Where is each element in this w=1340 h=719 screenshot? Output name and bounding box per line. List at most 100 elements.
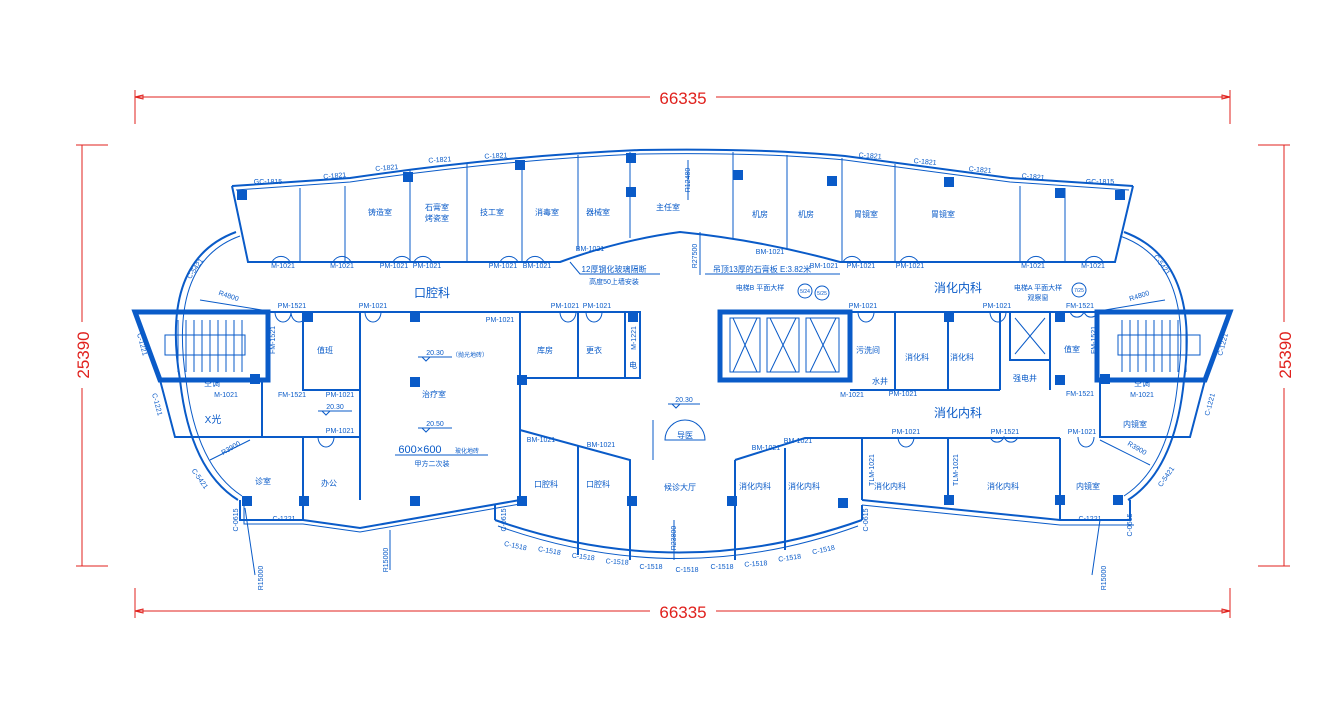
room-label: 消化内科 (739, 481, 771, 491)
door-label: PM-1021 (892, 429, 921, 436)
room-label: 空调 (1134, 378, 1150, 388)
door-label: PM-1021 (359, 303, 388, 310)
walls (131, 148, 1234, 560)
room-label: 值室 (1064, 344, 1080, 354)
dimension-text: 66335 (659, 603, 706, 622)
room-label: 口腔科 (586, 479, 610, 489)
elevation-label: 20.30 (426, 350, 444, 357)
window-label: GC-1815 (254, 179, 283, 186)
columns (237, 153, 1125, 508)
window-label: C-1518 (711, 564, 734, 571)
door-label: BM-1021 (587, 442, 616, 449)
door-label: BM-1021 (523, 263, 552, 270)
window-label: C-1518 (537, 546, 561, 557)
window-label: C-1518 (571, 553, 595, 563)
note-tile-suffix: 玻化地砖 (455, 447, 479, 455)
room-label: 电 (629, 360, 637, 370)
door-label: TLM-1021 (953, 454, 960, 486)
window-label: C-1821 (1021, 173, 1045, 182)
door-label: PM-1021 (551, 303, 580, 310)
room-label: 烤瓷室 (425, 213, 449, 223)
note-shaft: 观察窗 (1028, 293, 1049, 302)
window-label: C-1821 (484, 152, 507, 160)
room-label: 空调 (204, 378, 220, 388)
window-label: C-0615 (863, 508, 870, 531)
door-label: M-1021 (1021, 263, 1045, 270)
window-label: C-1221 (273, 516, 296, 523)
dimension-text: 25390 (1276, 331, 1295, 378)
department-label: 口腔科 (414, 285, 450, 300)
door-label: BM-1021 (752, 445, 781, 452)
room-label: 治疗室 (422, 389, 446, 399)
room-label: 消化科 (950, 352, 974, 362)
window-label: C-0615 (1127, 513, 1134, 536)
room-label: 口腔科 (534, 479, 558, 489)
room-label: 胃镜室 (854, 209, 878, 219)
window-label: C-1821 (375, 164, 399, 173)
room-label: 候诊大厅 (664, 482, 696, 492)
room-label: 库房 (537, 345, 553, 355)
elevation-note: （抛光地砖） (452, 351, 488, 359)
door-label: PM-1021 (1068, 429, 1097, 436)
note-tile: 600×600 (398, 444, 441, 456)
room-label: 强电井 (1013, 373, 1037, 383)
note-elevator-a: 电梯A 平面大样 (1014, 283, 1062, 292)
window-label: C-1821 (428, 156, 451, 165)
elevation-marks: 20.30 20.30 20.50 20.30 （抛光地砖） (318, 350, 700, 433)
door-label: FM-1521 (278, 392, 306, 399)
department-label: 消化内科 (934, 406, 982, 420)
radius-labels: R4800 R4800 R12480 R27500 R15000 R15000 … (199, 160, 1166, 590)
door-label: PM-1021 (983, 303, 1012, 310)
door-label: M-1021 (1130, 392, 1154, 399)
room-label: 消化内科 (874, 481, 906, 491)
window-label: C-1518 (605, 558, 628, 567)
window-label: C-1518 (503, 541, 527, 553)
radius-label: R4800 (218, 290, 240, 303)
note-ceiling: 吊顶13厚的石膏板 E:3.82米 (713, 264, 811, 274)
elevation-label: 20.30 (675, 397, 693, 404)
room-label: X光 (205, 413, 222, 426)
window-label: C-0615 (233, 508, 240, 531)
room-label: 机房 (752, 209, 768, 219)
door-label: BM-1021 (756, 249, 785, 256)
door-label: M-1021 (840, 392, 864, 399)
window-label: C-1518 (640, 564, 663, 571)
room-label: 胃镜室 (931, 209, 955, 219)
dimension-left: 25390 (73, 144, 108, 567)
room-label: 污洗间 (856, 345, 880, 355)
dimension-text: 25390 (74, 331, 93, 378)
window-labels: GC-1815 C-1821 C-1821 C-1821 C-1821 C-18… (135, 152, 1230, 574)
door-label: BM-1021 (576, 246, 605, 253)
window-label: C-1221 (1079, 516, 1102, 523)
door-label: PM-1021 (896, 263, 925, 270)
detail-tag: 7/25 (1074, 288, 1084, 294)
door-label: M-1021 (1081, 263, 1105, 270)
dimension-text: 66335 (659, 89, 706, 108)
door-label: FM-1521 (1066, 303, 1094, 310)
detail-tag: 5/24 (800, 289, 810, 295)
elevation-label: 20.30 (326, 404, 344, 411)
room-label: 更衣 (586, 345, 602, 355)
window-label: C-5421 (1157, 466, 1176, 489)
door-label: M-1021 (271, 263, 295, 270)
dimension-top: 66335 (134, 88, 1231, 124)
door-label: PM-1021 (583, 303, 612, 310)
door-label: PM-1021 (486, 317, 515, 324)
radius-label: R3900 (221, 440, 242, 456)
annotations: 12厚钢化玻璃隔断 高度50上墙安装 吊顶13厚的石膏板 E:3.82米 电梯B… (395, 261, 1087, 468)
note-owner: 甲方二次装 (415, 459, 450, 468)
room-label: 主任室 (656, 202, 680, 212)
radius-label: R4800 (1129, 290, 1151, 303)
room-label: 机房 (798, 209, 814, 219)
door-label: M-1021 (214, 392, 238, 399)
window-label: C-1518 (812, 545, 836, 557)
radius-label: R15000 (383, 548, 390, 573)
door-label: M-1021 (330, 263, 354, 270)
window-label: C-1518 (676, 567, 699, 574)
room-label: 器械室 (586, 207, 610, 217)
room-label: 诊室 (255, 476, 271, 486)
department-label: 消化内科 (934, 281, 982, 295)
window-label: C-1821 (913, 158, 937, 167)
door-label: PM-1021 (326, 428, 355, 435)
